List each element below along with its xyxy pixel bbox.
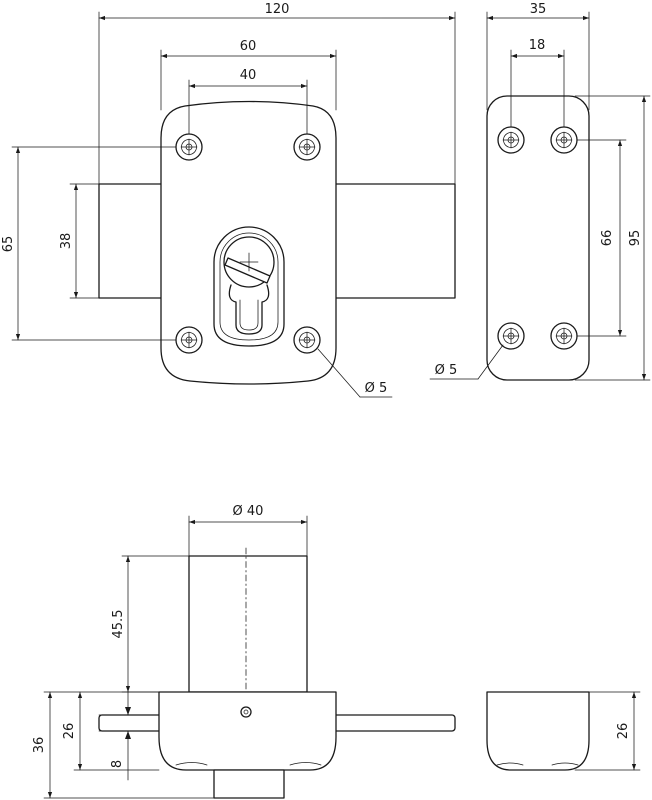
dim-label-26-body: 26: [62, 723, 77, 740]
dim-label-side-d5: Ø 5: [435, 363, 458, 378]
dim-label-36: 36: [32, 737, 47, 754]
side-view: 35 18 66 95 Ø 5: [429, 2, 651, 381]
side-keeper-plate: [486, 95, 590, 381]
dim-bottom-bolt-height: 8: [98, 691, 131, 781]
dim-front-bolt-height: 38: [59, 183, 100, 299]
bottom-set-screw: [240, 706, 252, 718]
dim-label-40: 40: [240, 68, 257, 83]
dim-side-hole-diameter: Ø 5: [429, 344, 504, 380]
dim-bottom-cylinder-height: 45.5: [111, 555, 190, 693]
dim-label-26-keeper: 26: [616, 723, 631, 740]
bottom-side-keeper: [486, 691, 590, 771]
dim-label-front-d5: Ø 5: [365, 381, 388, 396]
dim-front-plate-width: 60: [160, 39, 337, 111]
bottom-view: Ø 40 45.5 36 26 8: [32, 504, 641, 799]
dim-label-35: 35: [530, 2, 547, 17]
dim-label-d40: Ø 40: [233, 504, 264, 519]
dim-label-120: 120: [265, 2, 290, 17]
side-hole-top-left: [497, 126, 525, 154]
front-plate: [160, 100, 337, 385]
dim-front-width-overall: 120: [98, 2, 456, 185]
dim-label-95: 95: [628, 230, 643, 247]
front-hole-centerlines: [180, 138, 316, 349]
front-view: 120 60 40 65 38: [1, 2, 456, 398]
dim-label-60: 60: [240, 39, 257, 54]
dim-front-hole-height: 65: [1, 146, 177, 341]
dim-side-hole-spacing-h: 18: [510, 38, 565, 128]
dim-label-45-5: 45.5: [111, 610, 126, 639]
dim-side-height: 95: [574, 95, 651, 381]
dim-label-8: 8: [110, 760, 125, 768]
bottom-cylinder-tail: [213, 769, 285, 799]
side-hole-top-right: [550, 126, 578, 154]
dim-bottom-keeper-height: 26: [574, 691, 641, 771]
dim-label-66: 66: [600, 230, 615, 247]
side-hole-bottom-left: [497, 322, 525, 350]
dim-side-width: 35: [486, 2, 590, 111]
dim-front-hole-diameter: Ø 5: [317, 348, 393, 398]
bottom-cylinder: [188, 555, 308, 693]
side-hole-bottom-right: [550, 322, 578, 350]
front-keyhole: [213, 226, 285, 347]
dim-front-hole-spacing: 40: [188, 68, 308, 135]
dim-label-65: 65: [1, 236, 16, 253]
dim-label-38: 38: [59, 233, 74, 250]
dim-bottom-cylinder-diameter: Ø 40: [188, 504, 308, 557]
dim-label-18: 18: [529, 38, 546, 53]
dim-side-hole-spacing-v: 66: [576, 139, 627, 337]
bottom-body: [158, 691, 337, 771]
dim-bottom-body-height: 26: [62, 691, 160, 771]
dim-bottom-total-height: 36: [32, 691, 215, 799]
